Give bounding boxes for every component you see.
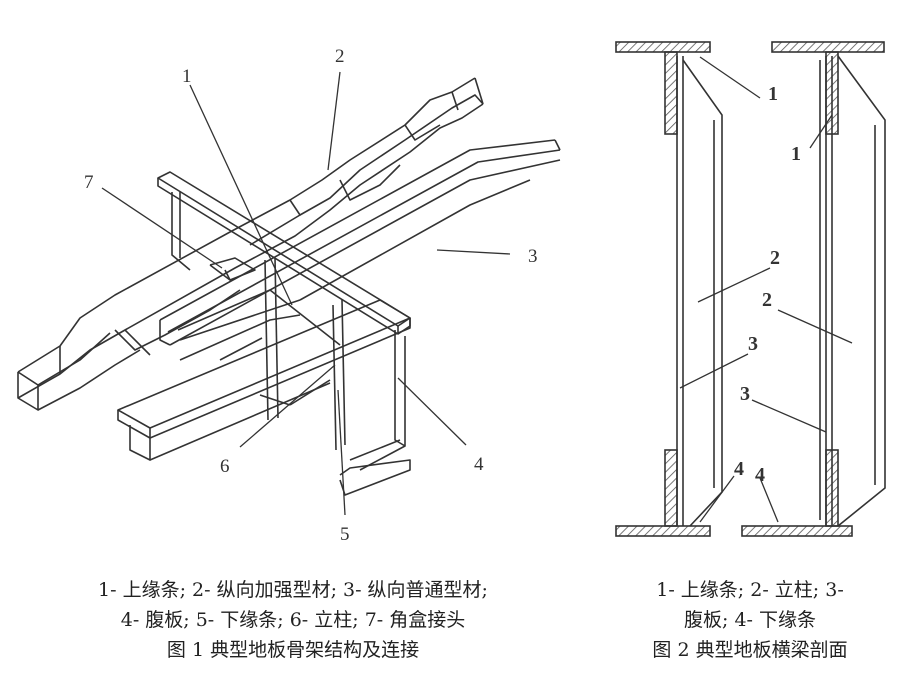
figure1-title: 图 1 典型地板骨架结构及连接: [166, 639, 420, 661]
callout-4: 4: [474, 454, 484, 475]
cross-beam-flange: [117, 299, 411, 461]
left-top-flange: [615, 41, 711, 53]
figure2-title: 图 2 典型地板横梁剖面: [652, 639, 848, 661]
section-callout-3b: 3: [740, 383, 750, 405]
callout-2: 2: [335, 46, 345, 67]
right-top-flange: [771, 41, 885, 53]
callout-1: 1: [182, 66, 192, 87]
figure2-caption-block: 1- 上缘条; 2- 立柱; 3- 腹板; 4- 下缘条 图 2 典型地板横梁剖…: [600, 575, 900, 665]
callout-3: 3: [528, 246, 538, 267]
figure1-caption-block: 1- 上缘条; 2- 纵向加强型材; 3- 纵向普通型材; 4- 腹板; 5- …: [8, 575, 578, 665]
figure2-legend-line2: 腹板; 4- 下缘条: [684, 609, 816, 631]
section-callout-4a: 4: [734, 458, 744, 480]
section-callout-3a: 3: [748, 333, 758, 355]
upper-flange: [157, 171, 411, 335]
reinforced-profile: [17, 77, 484, 411]
floor-frame-diagram: 1 2 3 4 5 6 7: [17, 46, 561, 545]
web-plate: [171, 192, 411, 496]
callout-6: 6: [220, 456, 230, 477]
section-callout-2a: 2: [770, 247, 780, 269]
section-callout-4b: 4: [755, 464, 765, 486]
callout-7: 7: [84, 172, 94, 193]
left-bottom-flange: [615, 525, 711, 537]
figure1-legend-line1: 1- 上缘条; 2- 纵向加强型材; 3- 纵向普通型材;: [98, 579, 488, 601]
figure2-legend-line1: 1- 上缘条; 2- 立柱; 3-: [656, 579, 844, 601]
corner-box-joint: [209, 257, 256, 281]
section-callout-1b: 1: [791, 143, 801, 165]
callout-5: 5: [340, 524, 350, 545]
section-callout-1a: 1: [768, 83, 778, 105]
figure1-legend-line2: 4- 腹板; 5- 下缘条; 6- 立柱; 7- 角盒接头: [120, 609, 466, 631]
section-callout-2b: 2: [762, 289, 772, 311]
right-bottom-flange: [741, 525, 853, 537]
